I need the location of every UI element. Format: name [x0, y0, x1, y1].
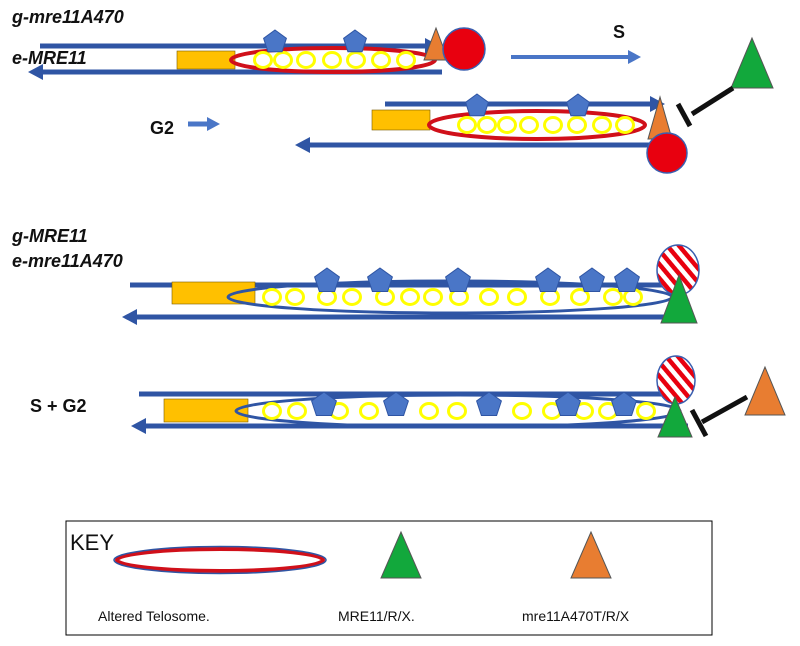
legend-label-mre11: MRE11/R/X.	[338, 608, 415, 624]
panel-middle	[122, 244, 700, 325]
pentagon-protein-icon	[566, 93, 590, 117]
pentagon-protein-icon	[343, 29, 367, 53]
mre11a470t-complex-triangle	[744, 365, 786, 416]
inhibition-bar	[689, 408, 709, 438]
pentagon-protein-icon	[314, 267, 340, 292]
inhibition-bar	[675, 102, 693, 128]
pentagon-protein-icon	[367, 267, 393, 292]
panel-top	[28, 26, 774, 174]
key-box	[65, 520, 713, 636]
protein-bead-icon	[457, 116, 477, 134]
protein-bead-icon	[497, 116, 517, 134]
phase-label-s: S	[613, 22, 626, 42]
pentagon-protein-icon	[579, 267, 605, 292]
telomere-repeat-block	[171, 281, 256, 305]
altered-telosome-outline	[427, 109, 647, 141]
telomere-repeat-block	[176, 50, 236, 70]
pentagon-protein-icon	[535, 267, 561, 292]
panel-bottom	[131, 355, 786, 438]
genotype-label-top-2: e-MRE11	[12, 48, 87, 68]
red-protein-circle	[442, 27, 486, 71]
protein-bead-icon	[570, 288, 590, 306]
ellipse-outline	[113, 545, 327, 575]
arrowhead-icon	[122, 309, 137, 325]
pentagon-protein-icon	[555, 391, 581, 416]
mre11-complex-triangle	[730, 36, 774, 89]
legend-label-mre11a470t: mre11A470T/R/X	[522, 608, 630, 624]
protein-bead-icon	[287, 402, 307, 420]
inhibition-line	[700, 394, 749, 425]
telomere-repeat-block	[163, 398, 249, 423]
protein-bead-icon	[262, 402, 282, 420]
mre11a470t-complex-triangle	[423, 26, 449, 61]
protein-bead-icon	[296, 51, 316, 69]
protein-bead-icon	[567, 116, 587, 134]
genotype-label-middle-1: g-MRE11	[12, 226, 88, 246]
protein-bead-icon	[371, 51, 391, 69]
phase-label-g2: G2	[150, 118, 175, 138]
protein-bead-icon	[615, 116, 635, 134]
protein-bead-icon	[636, 402, 656, 420]
genotype-label-middle-2: e-mre11A470	[12, 251, 123, 271]
arrowhead-icon	[207, 117, 220, 131]
protein-bead-icon	[262, 288, 282, 306]
genotype-label-top-1: g-mre11A470	[12, 7, 124, 27]
pentagon-protein-icon	[263, 29, 287, 53]
protein-bead-icon	[285, 288, 305, 306]
protein-bead-icon	[543, 116, 563, 134]
protein-bead-icon	[359, 402, 379, 420]
protein-bead-icon	[322, 51, 342, 69]
legend-label-telosome: Altered Telosome.	[98, 608, 210, 624]
protein-bead-icon	[342, 288, 362, 306]
telomere-repeat-block	[371, 109, 431, 131]
arrowhead-icon	[28, 64, 43, 80]
phase-label-s-g2: S + G2	[30, 396, 87, 416]
protein-bead-icon	[447, 402, 467, 420]
striped-protein-circle	[656, 355, 696, 405]
protein-bead-icon	[253, 51, 273, 69]
mre11-complex-triangle	[657, 395, 693, 438]
protein-bead-icon	[346, 51, 366, 69]
green-triangle-icon	[380, 530, 422, 579]
arrowhead-icon	[628, 50, 641, 64]
pentagon-protein-icon	[445, 267, 471, 292]
orange-triangle-icon	[570, 530, 612, 579]
protein-bead-icon	[400, 288, 420, 306]
pentagon-protein-icon	[611, 391, 637, 416]
protein-bead-icon	[603, 288, 623, 306]
pentagon-protein-icon	[383, 391, 409, 416]
red-protein-circle	[646, 132, 688, 174]
protein-bead-icon	[592, 116, 612, 134]
arrowhead-icon	[295, 137, 310, 153]
protein-bead-icon	[507, 288, 527, 306]
pentagon-protein-icon	[476, 391, 502, 416]
protein-bead-icon	[423, 288, 443, 306]
protein-bead-icon	[519, 116, 539, 134]
protein-bead-icon	[479, 288, 499, 306]
protein-bead-icon	[273, 51, 293, 69]
protein-bead-icon	[419, 402, 439, 420]
mre11-complex-triangle	[660, 273, 698, 324]
inhibition-line	[690, 85, 735, 117]
pentagon-protein-icon	[465, 93, 489, 117]
arrowhead-icon	[131, 418, 146, 434]
protein-bead-icon	[477, 116, 497, 134]
key-title: KEY	[70, 530, 115, 555]
protein-bead-icon	[396, 51, 416, 69]
protein-bead-icon	[512, 402, 532, 420]
pentagon-protein-icon	[614, 267, 640, 292]
red-outlined-ellipse-icon	[115, 547, 325, 573]
pentagon-protein-icon	[311, 391, 337, 416]
